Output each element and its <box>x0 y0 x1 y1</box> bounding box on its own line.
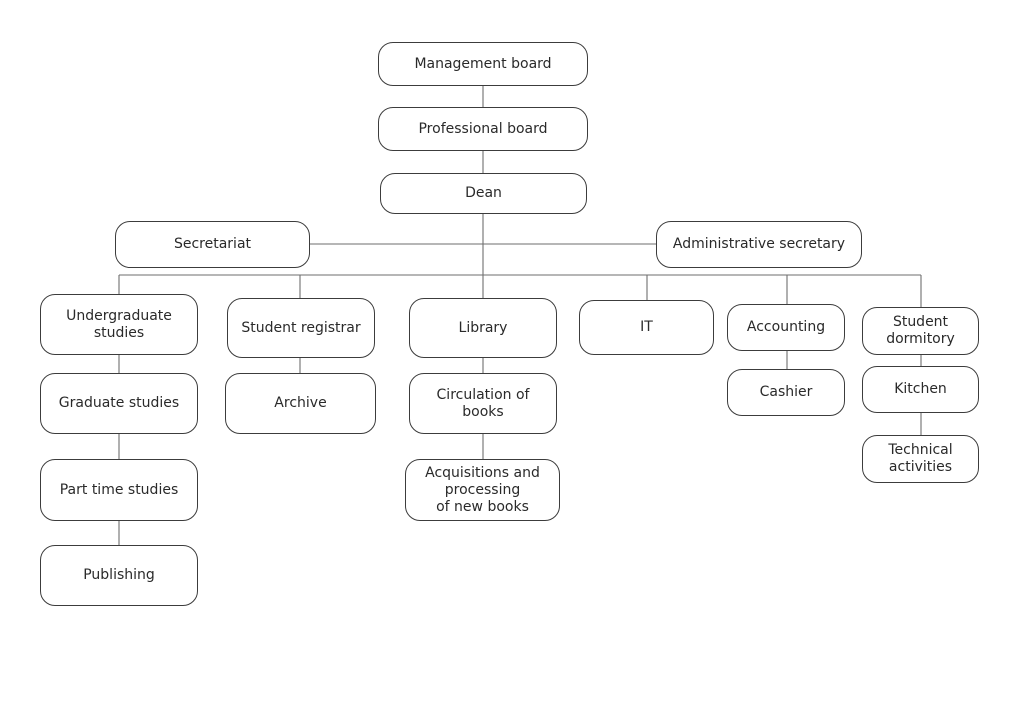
node-management-board: Management board <box>378 42 588 86</box>
node-circulation-of-books: Circulation of books <box>409 373 557 434</box>
node-technical-activities: Technical activities <box>862 435 979 483</box>
node-cashier: Cashier <box>727 369 845 416</box>
node-accounting: Accounting <box>727 304 845 351</box>
node-label: Archive <box>274 395 327 411</box>
node-label: Student dormitory <box>886 314 955 347</box>
node-label: Publishing <box>83 567 155 583</box>
node-label: Undergraduate studies <box>66 307 172 341</box>
node-label: Circulation of books <box>436 386 530 420</box>
node-label: Graduate studies <box>58 395 180 411</box>
node-label: Library <box>458 319 508 336</box>
node-dean: Dean <box>380 173 587 214</box>
node-label: Student registrar <box>241 319 361 336</box>
node-label: Acquisitions and processing of new books <box>425 464 540 515</box>
node-it: IT <box>579 300 714 355</box>
node-student-dormitory: Student dormitory <box>862 307 979 355</box>
node-part-time-studies: Part time studies <box>40 459 198 521</box>
node-label: Administrative secretary <box>672 236 846 252</box>
node-archive: Archive <box>225 373 376 434</box>
node-label: Part time studies <box>59 481 179 498</box>
node-publishing: Publishing <box>40 545 198 606</box>
node-label: IT <box>640 319 653 335</box>
node-label: Kitchen <box>894 381 947 397</box>
node-label: Technical activities <box>888 442 953 475</box>
node-label: Cashier <box>759 384 813 400</box>
node-label: Management board <box>414 55 552 72</box>
node-acquisitions-processing: Acquisitions and processing of new books <box>405 459 560 521</box>
node-undergraduate-studies: Undergraduate studies <box>40 294 198 355</box>
node-graduate-studies: Graduate studies <box>40 373 198 434</box>
node-label: Dean <box>465 185 502 201</box>
node-secretariat: Secretariat <box>115 221 310 268</box>
node-kitchen: Kitchen <box>862 366 979 413</box>
node-administrative-secretary: Administrative secretary <box>656 221 862 268</box>
node-student-registrar: Student registrar <box>227 298 375 358</box>
node-professional-board: Professional board <box>378 107 588 151</box>
node-label: Professional board <box>418 120 548 137</box>
node-label: Accounting <box>746 319 826 335</box>
node-label: Secretariat <box>173 236 252 252</box>
node-library: Library <box>409 298 557 358</box>
